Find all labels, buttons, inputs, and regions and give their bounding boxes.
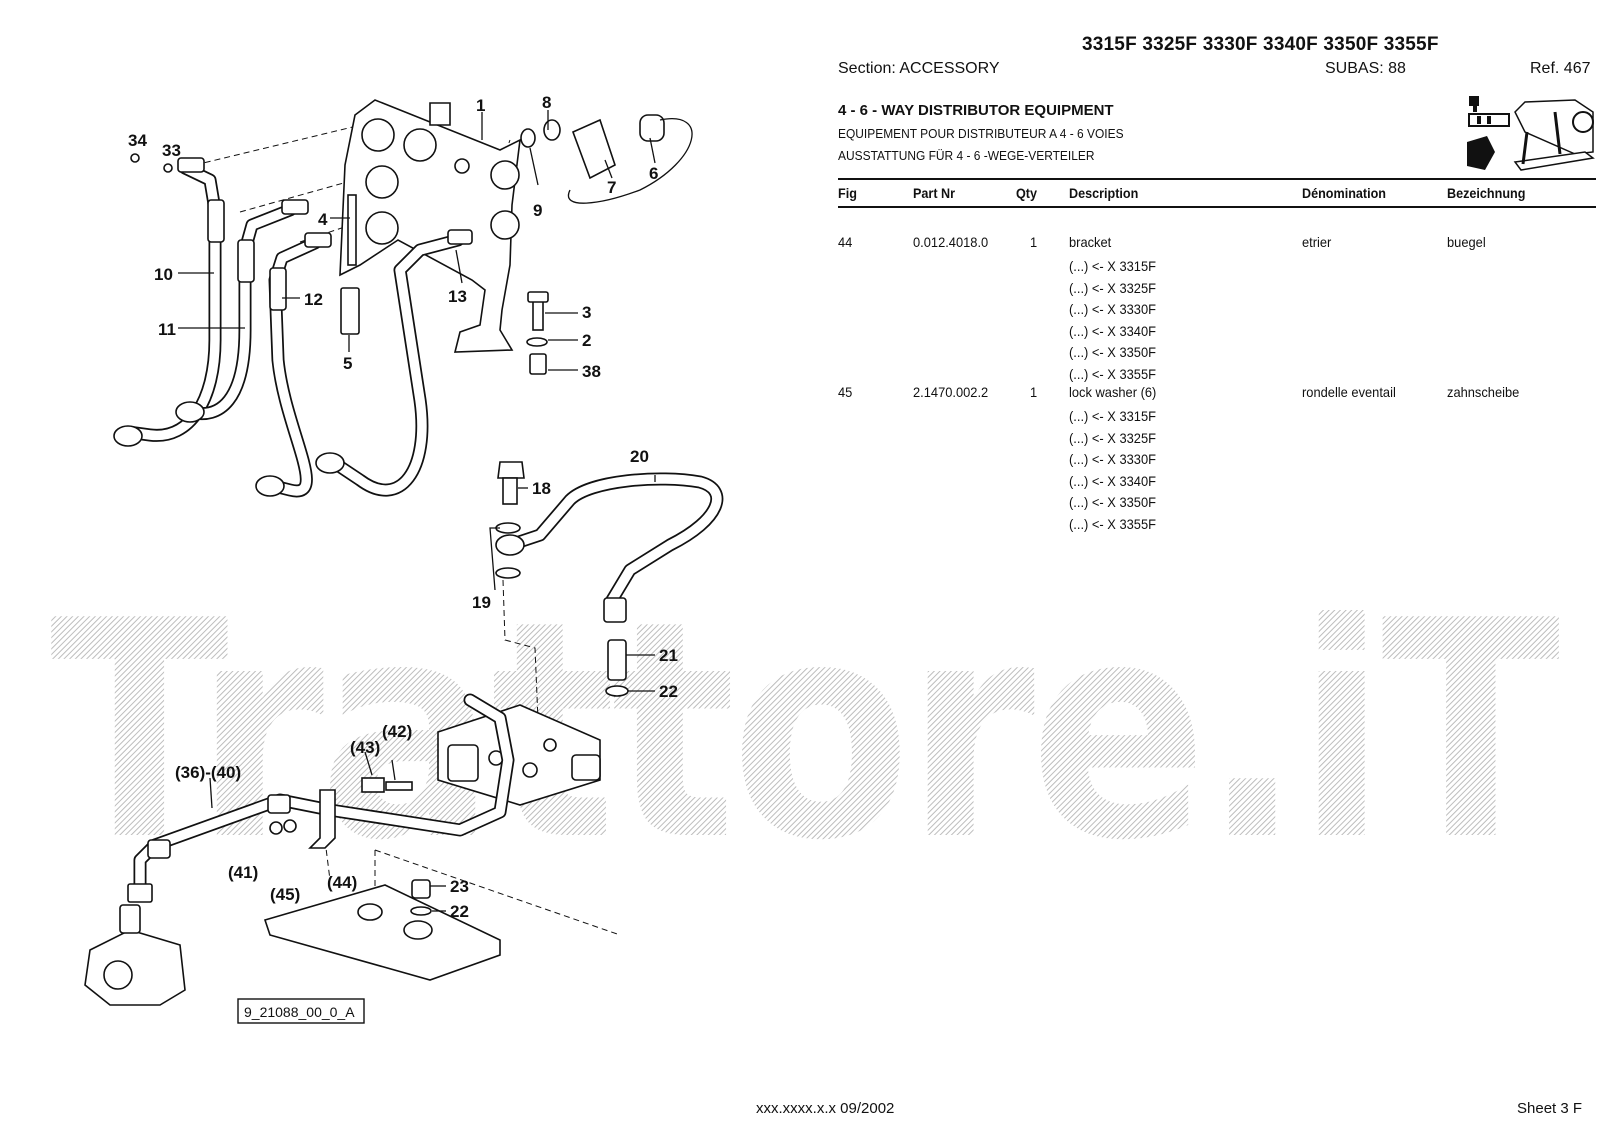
col-header-description: Description	[1069, 185, 1139, 201]
applicability-item: (...) <- X 3340F	[1069, 322, 1156, 339]
drawing-code-box: 9_21088_00_0_A	[237, 998, 365, 1024]
footer-sheet: Sheet 3 F	[1517, 1100, 1583, 1117]
cell-bezeichnung: zahnscheibe	[1447, 384, 1520, 400]
title-german: AUSSTATTUNG FÜR 4 - 6 -WEGE-VERTEILER	[838, 148, 1095, 163]
drawing-code: 9_21088_00_0_A	[244, 1004, 355, 1020]
callout-33: 33	[162, 141, 181, 160]
base-plate	[263, 879, 501, 981]
cell-description: lock washer (6)	[1069, 384, 1157, 400]
callout-11: 11	[158, 320, 176, 339]
applicability-item: (...) <- X 3325F	[1069, 429, 1156, 446]
callout-3: 3	[582, 303, 591, 322]
callout-41: (41)	[228, 863, 258, 882]
callout-38: 38	[582, 362, 601, 381]
callout-22-lower: 22	[450, 902, 469, 921]
applicability-item: (...) <- X 3340F	[1069, 472, 1156, 489]
cell-qty: 1	[1030, 234, 1038, 250]
callout-10: 10	[154, 265, 173, 284]
title-french: EQUIPEMENT POUR DISTRIBUTEUR A 4 - 6 VOI…	[838, 126, 1124, 141]
hydraulic-pipes-upper	[113, 157, 473, 498]
cell-part-nr: 2.1470.002.2	[913, 384, 989, 400]
applicability-list: (...) <- X 3315F (...) <- X 3325F (...) …	[1069, 256, 1164, 385]
applicability-item: (...) <- X 3315F	[1069, 258, 1156, 274]
applicability-item: (...) <- X 3330F	[1069, 451, 1156, 467]
distributor-valve	[437, 704, 601, 806]
applicability-list: (...) <- X 3315F (...) <- X 3325F (...) …	[1069, 406, 1164, 535]
callout-9: 9	[533, 201, 542, 220]
hydraulic-pipe-lower	[127, 693, 515, 903]
applicability-item: (...) <- X 3315F	[1069, 408, 1156, 424]
cell-denomination: etrier	[1302, 234, 1332, 250]
applicability-item: (...) <- X 3355F	[1069, 365, 1156, 382]
leader-lines	[178, 110, 656, 912]
callout-21: 21	[659, 646, 678, 665]
callout-18: 18	[532, 479, 551, 498]
applicability-item: (...) <- X 3350F	[1069, 494, 1156, 510]
callout-34: 34	[128, 131, 147, 150]
callout-13: 13	[448, 287, 467, 306]
cell-qty: 1	[1030, 384, 1038, 400]
section-thumbnail-icon	[1467, 96, 1595, 171]
callout-22-upper: 22	[659, 682, 678, 701]
small-parts-top	[130, 114, 693, 375]
callout-2: 2	[582, 331, 591, 350]
callout-43: (43)	[350, 738, 380, 757]
callout-36-40: (36)-(40)	[175, 763, 241, 782]
cell-denomination: rondelle eventail	[1302, 384, 1396, 400]
table-header-top-rule	[838, 178, 1596, 180]
bracket-plate	[339, 99, 521, 353]
footer-code: xxx.xxxx.x.x 09/2002	[756, 1100, 895, 1117]
cell-fig: 45	[838, 384, 853, 400]
col-header-part-nr: Part Nr	[913, 185, 956, 201]
callout-1: 1	[476, 96, 485, 115]
model-list: 3315F 3325F 3330F 3340F 3350F 3355F	[1082, 34, 1439, 55]
section-label: Section: ACCESSORY	[838, 60, 1000, 77]
callout-12: 12	[304, 290, 323, 309]
applicability-item: (...) <- X 3325F	[1069, 279, 1156, 296]
title-english: 4 - 6 - WAY DISTRIBUTOR EQUIPMENT	[838, 102, 1114, 119]
callout-42: (42)	[382, 722, 412, 741]
callout-44: (44)	[327, 873, 357, 892]
cell-fig: 44	[838, 234, 853, 250]
cell-description: bracket	[1069, 234, 1112, 250]
hydraulic-pipe-middle	[495, 461, 724, 697]
col-header-bezeichnung: Bezeichnung	[1447, 185, 1526, 201]
callout-23: 23	[450, 877, 469, 896]
callout-20: 20	[630, 447, 649, 466]
applicability-item: (...) <- X 3330F	[1069, 301, 1156, 317]
applicability-item: (...) <- X 3355F	[1069, 515, 1156, 532]
parts-drawing: 1 2 3 4 5 6 7 8 9 10 11 12 13 18 19 20 2…	[84, 93, 724, 1024]
callout-4: 4	[318, 210, 328, 229]
col-header-qty: Qty	[1016, 185, 1038, 201]
ref-label: Ref. 467	[1530, 60, 1591, 77]
cell-bezeichnung: buegel	[1447, 234, 1486, 250]
callout-5: 5	[343, 354, 352, 373]
pump	[84, 904, 186, 1006]
callout-19: 19	[472, 593, 491, 612]
applicability-item: (...) <- X 3350F	[1069, 344, 1156, 360]
col-header-fig: Fig	[838, 185, 857, 201]
cell-part-nr: 0.012.4018.0	[913, 234, 989, 250]
callout-6: 6	[649, 164, 658, 183]
callout-45: (45)	[270, 885, 300, 904]
subas-label: SUBAS: 88	[1325, 60, 1406, 77]
callout-8: 8	[542, 93, 551, 112]
col-header-denomination: Dénomination	[1302, 185, 1387, 201]
callout-7: 7	[607, 178, 616, 197]
table-header-bottom-rule	[838, 206, 1596, 208]
callouts: 1 2 3 4 5 6 7 8 9 10 11 12 13 18 19 20 2…	[128, 93, 678, 921]
